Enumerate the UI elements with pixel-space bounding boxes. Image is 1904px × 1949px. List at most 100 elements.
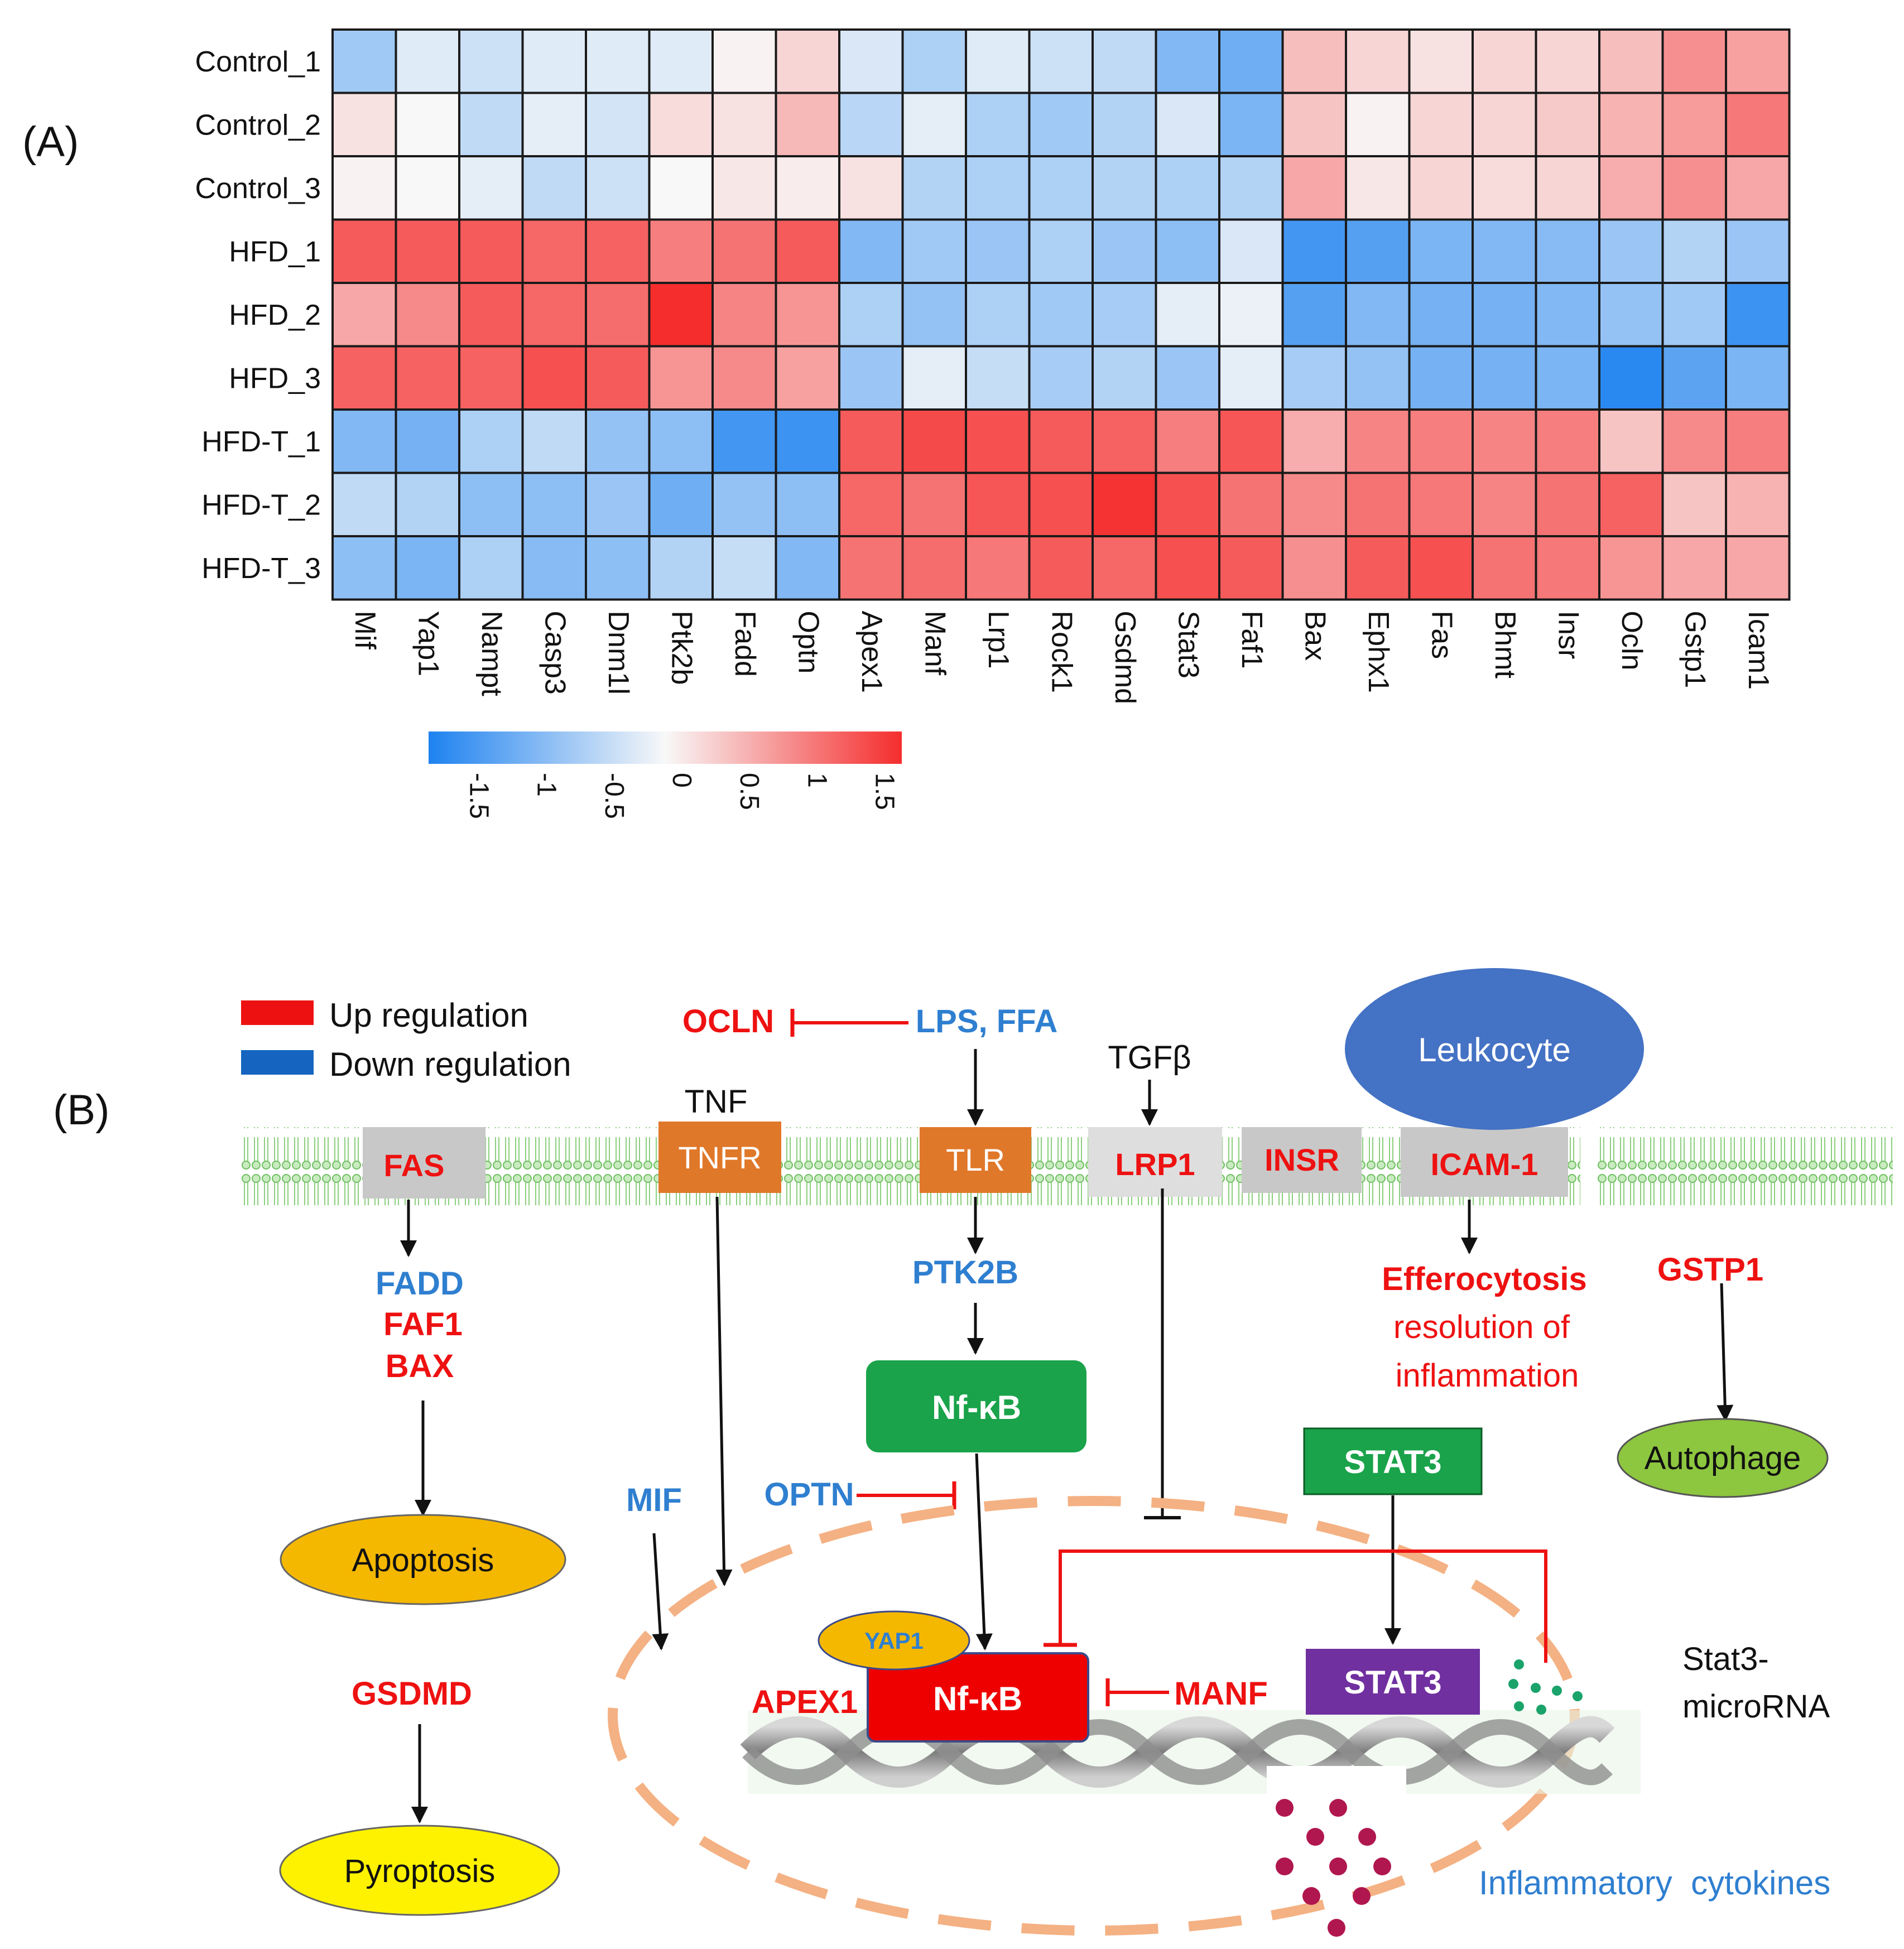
heatmap-cell [838,155,904,221]
heatmap-row-label: HFD-T_2 [201,489,321,521]
yap1-node [818,1610,970,1671]
tlr-receptor [920,1127,1031,1193]
legend-down-label: Down regulation [329,1046,571,1083]
heatmap-cell [965,282,1031,348]
heatmap-cell [775,282,840,348]
heatmap-cell [1535,28,1600,94]
legend-up-label: Up regulation [329,997,528,1034]
arrow-mif-to-nucleus [652,1533,669,1650]
heatmap-cell [1345,535,1411,601]
heatmap-column-label: Yap1 [412,611,444,677]
heatmap-cell [1535,471,1600,537]
arrow-gstp1-to-autophage [1717,1283,1734,1422]
heatmap-cell [1535,92,1600,157]
inflammatory-cytokines-label: Inflammatory cytokines [1479,1864,1830,1902]
heatmap-cell [1028,535,1094,601]
heatmap-cell [1092,535,1157,601]
resolution-label-2: inflammation [1396,1358,1579,1394]
heatmap-cell [1028,92,1094,157]
heatmap-cell [711,471,777,537]
heatmap-cell [1345,218,1411,284]
heatmap-cell [395,155,460,221]
manf-inhibits-nfkb [1105,1678,1169,1706]
heatmap-cell [331,92,397,157]
heatmap-cell [1725,92,1791,157]
heatmap-cell [1472,408,1537,474]
heatmap-cell [901,345,967,411]
heatmap-cell [521,535,587,601]
lrp1-inhibits-nucleus [1144,1188,1181,1519]
heatmap-cell [648,218,714,284]
colorbar-tick-label: 0 [667,773,696,788]
tnf-label: TNF [685,1084,748,1120]
heatmap-cell [521,155,587,221]
heatmap-cell [1092,471,1157,537]
ocln-label: OCLN [682,1003,774,1040]
autophage-label: Autophage [1645,1440,1801,1476]
stat3-cytoplasm-label: STAT3 [1344,1444,1441,1480]
heatmap-column-label: Ephx1 [1362,611,1395,693]
heatmap-cell [775,155,840,221]
heatmap-cell [1092,155,1157,221]
heatmap-cell [1598,471,1664,537]
heatmap-cell [521,408,587,474]
lps-inhibits-ocln [790,1009,908,1037]
heatmap-column-label: Apex1 [855,611,888,693]
heatmap-cell [1598,28,1664,94]
heatmap-cell [648,92,714,157]
apex1-label: APEX1 [752,1684,858,1720]
heatmap-cell [1472,28,1537,94]
tnfr-receptor [658,1122,781,1193]
heatmap-cell [395,345,460,411]
leukocyte [1345,968,1644,1130]
tgfb-label: TGFβ [1108,1040,1191,1076]
heatmap-cell [711,218,777,284]
stat3-mirna-label-1: Stat3- [1682,1641,1769,1677]
nfkb-nucleus-label: Nf-κB [933,1680,1022,1717]
heatmap-cell [1028,408,1094,474]
heatmap-cell [1218,218,1284,284]
heatmap-column-label: Stat3 [1172,611,1204,678]
fas-receptor [363,1127,485,1199]
stat3-nucleus-label: STAT3 [1344,1664,1441,1701]
heatmap-cell [838,408,904,474]
apoptosis-label: Apoptosis [352,1542,494,1579]
heatmap-cell [775,28,840,94]
heatmap-cell [521,345,587,411]
heatmap-cell [1661,471,1727,537]
heatmap-cell [1598,282,1664,348]
heatmap-cell [1661,155,1727,221]
heatmap-cell [331,28,397,94]
heatmap-cell [1028,345,1094,411]
heatmap-cell [1218,282,1284,348]
heatmap-cell [585,282,651,348]
ptk2b-label: PTK2B [912,1254,1018,1291]
heatmap-cell [1281,218,1347,284]
heatmap-cell [1472,282,1537,348]
heatmap-cell [331,155,397,221]
heatmap-cell [1661,92,1727,157]
heatmap-cell [965,92,1031,157]
heatmap-cell [331,218,397,284]
heatmap-column-label: Lrp1 [982,611,1014,669]
faf1-label: FAF1 [383,1306,463,1342]
heatmap-cell [1028,155,1094,221]
heatmap-cell [1661,345,1727,411]
yap1-label: YAP1 [864,1628,924,1654]
heatmap-cell [838,218,904,284]
heatmap-cell [775,535,840,601]
heatmap-cell [1472,535,1537,601]
heatmap-cell [1092,282,1157,348]
heatmap-cell [1725,535,1791,601]
heatmap-cell [711,28,777,94]
colorbar-tick-label: -0.5 [599,773,629,819]
heatmap-cell [458,218,524,284]
heatmap-cell [1535,282,1600,348]
heatmap-cell [775,345,840,411]
autophage-node [1617,1418,1829,1498]
heatmap-cell [1345,155,1411,221]
nfkb-cytoplasm-label: Nf-κB [932,1389,1021,1426]
stat3-cytoplasm-node [1303,1427,1483,1495]
